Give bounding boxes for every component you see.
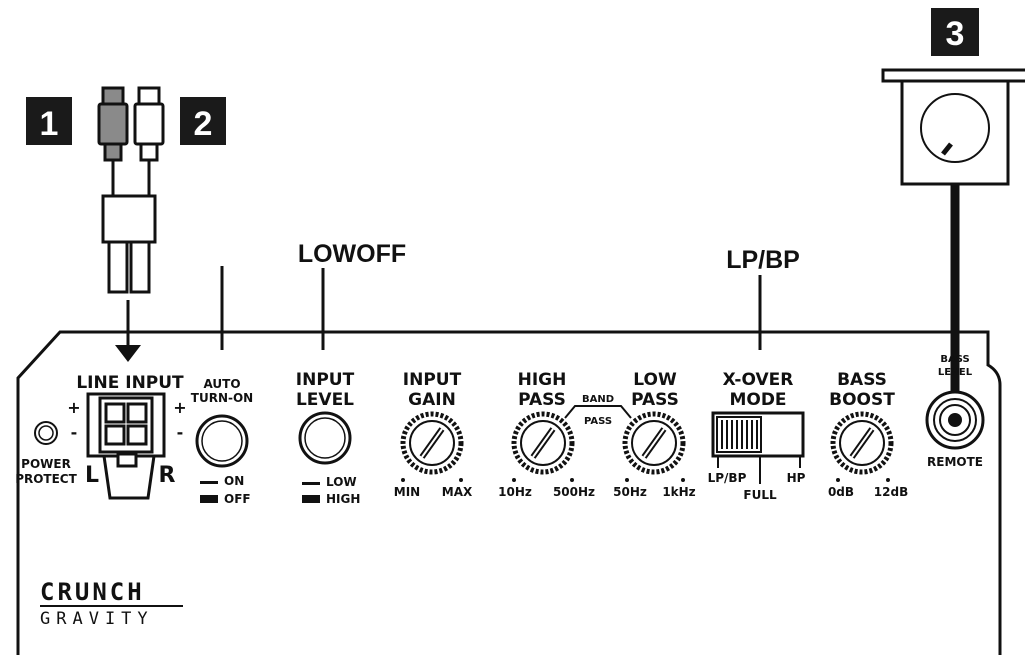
- line-input-socket[interactable]: [86, 392, 166, 500]
- svg-text:HP: HP: [787, 471, 806, 485]
- remote-section: BASS LEVEL REMOTE: [925, 354, 985, 469]
- rca-plug-right: [133, 86, 165, 162]
- callout-2: 2: [180, 97, 226, 145]
- svg-text:BOOST: BOOST: [829, 390, 895, 410]
- svg-text:LOW: LOW: [633, 370, 677, 390]
- input-level-button[interactable]: [298, 411, 352, 465]
- svg-text:50Hz: 50Hz: [613, 485, 647, 499]
- svg-text:500Hz: 500Hz: [553, 485, 595, 499]
- svg-text:ON: ON: [224, 474, 244, 488]
- svg-text:HIGH: HIGH: [518, 370, 567, 390]
- svg-text:OFF: OFF: [224, 492, 251, 506]
- input-gain-knob[interactable]: [400, 411, 464, 475]
- input-gain-section: INPUT GAIN MIN MAX: [394, 370, 473, 499]
- callout-1: 1: [26, 97, 72, 145]
- svg-text:-: -: [177, 423, 184, 442]
- svg-text:MAX: MAX: [442, 485, 473, 499]
- callout-2-number: 2: [194, 105, 213, 143]
- amplifier-panel: [16, 330, 1002, 655]
- input-level-setting-label: LOWOFF: [298, 240, 406, 268]
- svg-text:PASS: PASS: [518, 390, 566, 410]
- rca-plug-left: [97, 86, 129, 162]
- svg-text:TURN-ON: TURN-ON: [191, 391, 253, 405]
- svg-text:10Hz: 10Hz: [498, 485, 532, 499]
- svg-text:BAND: BAND: [582, 394, 614, 405]
- svg-text:12dB: 12dB: [874, 485, 908, 499]
- callout-3: 3: [931, 8, 979, 56]
- high-pass-knob[interactable]: [511, 411, 575, 475]
- svg-text:LP/BP: LP/BP: [708, 471, 747, 485]
- svg-text:FULL: FULL: [743, 488, 777, 502]
- svg-text:1kHz: 1kHz: [662, 485, 695, 499]
- svg-text:BASS: BASS: [837, 370, 887, 390]
- auto-turn-on-section: AUTO TURN-ON ON OFF: [191, 377, 253, 506]
- svg-text:POWER: POWER: [21, 457, 71, 471]
- band-pass-label: BAND PASS: [564, 394, 632, 427]
- xover-setting-label: LP/BP: [726, 246, 800, 274]
- remote-bass-knob-unit: [881, 68, 1025, 422]
- svg-text:0dB: 0dB: [828, 485, 854, 499]
- low-pass-knob[interactable]: [622, 411, 686, 475]
- low-pass-section: LOW PASS 50Hz 1kHz: [613, 370, 696, 499]
- xover-mode-section: X-OVER MODE LP/BP FULL HP: [708, 370, 806, 502]
- rca-input-cable: [97, 86, 165, 294]
- crunch-gravity-logo: CRUNCH GRAVITY: [40, 578, 183, 629]
- power-protect-led: POWER PROTECT: [15, 421, 78, 486]
- insert-arrow: [115, 300, 141, 362]
- svg-text:CRUNCH: CRUNCH: [40, 578, 145, 606]
- svg-text:-: -: [71, 423, 78, 442]
- svg-text:X-OVER: X-OVER: [723, 370, 794, 390]
- callout-3-number: 3: [946, 15, 965, 53]
- svg-text:AUTO: AUTO: [203, 377, 240, 391]
- svg-text:GRAVITY: GRAVITY: [40, 609, 154, 629]
- bass-boost-section: BASS BOOST 0dB 12dB: [828, 370, 908, 499]
- svg-text:LEVEL: LEVEL: [296, 390, 354, 410]
- callout-1-number: 1: [40, 105, 59, 143]
- svg-text:PASS: PASS: [584, 416, 612, 427]
- svg-text:HIGH: HIGH: [326, 492, 360, 506]
- line-input-title: LINE INPUT: [76, 373, 184, 393]
- svg-text:LOW: LOW: [326, 475, 357, 489]
- svg-text:LEVEL: LEVEL: [938, 367, 973, 378]
- high-pass-section: HIGH PASS 10Hz 500Hz: [498, 370, 595, 499]
- svg-text:INPUT: INPUT: [296, 370, 355, 390]
- svg-text:PASS: PASS: [631, 390, 679, 410]
- svg-text:+: +: [67, 398, 80, 417]
- svg-text:INPUT: INPUT: [403, 370, 462, 390]
- svg-text:BASS: BASS: [940, 354, 969, 365]
- svg-text:MIN: MIN: [394, 485, 420, 499]
- svg-text:GAIN: GAIN: [408, 390, 456, 410]
- bass-boost-knob[interactable]: [830, 411, 894, 475]
- line-input-section: LINE INPUT + - + - L R: [67, 373, 187, 500]
- auto-turn-on-button[interactable]: [195, 414, 249, 468]
- remote-jack[interactable]: [925, 390, 985, 450]
- xover-mode-switch[interactable]: [711, 411, 805, 458]
- svg-text:MODE: MODE: [729, 390, 786, 410]
- svg-text:+: +: [173, 398, 186, 417]
- svg-text:PROTECT: PROTECT: [15, 472, 77, 486]
- input-level-section: INPUT LEVEL LOW HIGH: [296, 370, 361, 506]
- svg-text:REMOTE: REMOTE: [927, 455, 983, 469]
- remote-knob-pointer: [941, 142, 953, 156]
- svg-text:L: L: [85, 463, 99, 488]
- svg-text:R: R: [159, 463, 176, 488]
